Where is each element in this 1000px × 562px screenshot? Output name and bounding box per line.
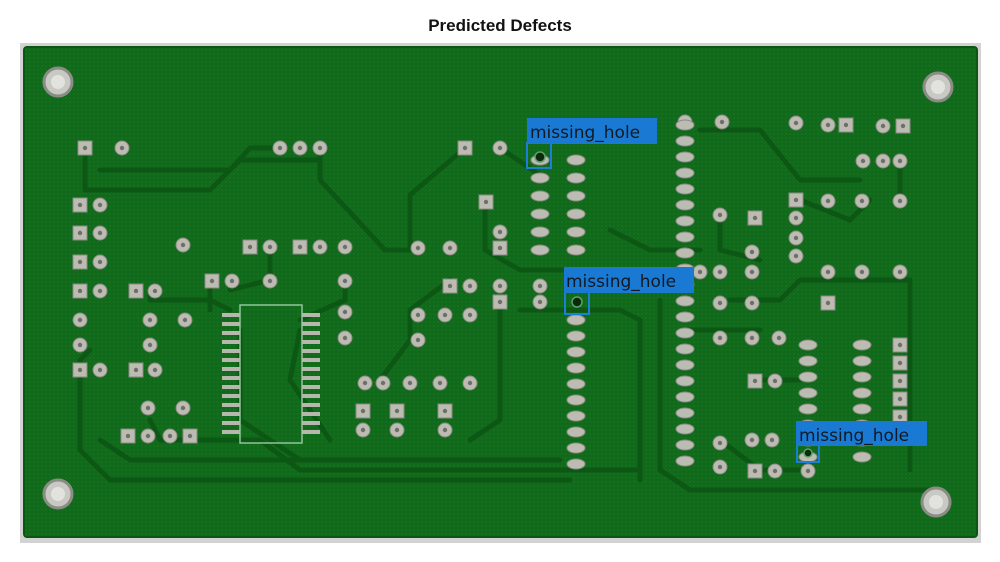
solder-pad [566, 410, 586, 422]
ic-pin [302, 394, 320, 398]
solder-pad [798, 387, 818, 399]
solder-pad [675, 231, 695, 243]
ic-pin [302, 367, 320, 371]
ic-pin [302, 385, 320, 389]
solder-pad [566, 458, 586, 470]
solder-pad [675, 327, 695, 339]
ic-pin [302, 358, 320, 362]
ic-pin [302, 376, 320, 380]
solder-pad [675, 391, 695, 403]
solder-pad [798, 403, 818, 415]
solder-pad [675, 247, 695, 259]
solder-pad [530, 172, 550, 184]
solder-pad [675, 311, 695, 323]
label-background [564, 267, 694, 293]
ic-pin [222, 376, 240, 380]
solder-pad [566, 330, 586, 342]
ic-pin [222, 412, 240, 416]
solder-pad [530, 208, 550, 220]
missing-hole-marker [571, 296, 583, 308]
solder-pad [675, 199, 695, 211]
figure-title: Predicted Defects [428, 16, 572, 35]
ic-pin [222, 430, 240, 434]
ic-pin [222, 358, 240, 362]
solder-pad [675, 151, 695, 163]
solder-pads [72, 114, 911, 479]
ic-pin [222, 394, 240, 398]
solder-pad [566, 378, 586, 390]
solder-pad [566, 362, 586, 374]
detection-1: missing_hole [526, 118, 657, 169]
ic-pin [302, 322, 320, 326]
ic-pin [222, 322, 240, 326]
label-background [796, 421, 927, 446]
ic-pin [302, 349, 320, 353]
pcb-image: missing_hole missing_hole missing_hole [20, 43, 981, 543]
detection-label: missing_hole [799, 426, 909, 446]
solder-pad [530, 244, 550, 256]
solder-pad [852, 387, 872, 399]
ic-pin [302, 403, 320, 407]
solder-pad [852, 451, 872, 463]
solder-pad [852, 371, 872, 383]
solder-pad [675, 423, 695, 435]
solder-pad [566, 314, 586, 326]
solder-pad [675, 215, 695, 227]
ic-pin [222, 313, 240, 317]
solder-pad [566, 244, 586, 256]
solder-pad [675, 135, 695, 147]
solder-pad [566, 346, 586, 358]
solder-pad [675, 375, 695, 387]
solder-pad [852, 355, 872, 367]
solder-pad [675, 295, 695, 307]
ic-pin [222, 367, 240, 371]
solder-pad [530, 190, 550, 202]
solder-pad [675, 407, 695, 419]
solder-pad [852, 403, 872, 415]
ic-pin [302, 313, 320, 317]
solder-pad [566, 208, 586, 220]
solder-pad [566, 172, 586, 184]
solder-pad [798, 371, 818, 383]
ic-pin [222, 340, 240, 344]
solder-pad [566, 442, 586, 454]
solder-pad [675, 455, 695, 467]
detection-2: missing_hole [564, 267, 694, 315]
detection-3: missing_hole [796, 421, 927, 463]
solder-pad [675, 167, 695, 179]
ic-pin [302, 340, 320, 344]
solder-pad [675, 359, 695, 371]
solder-pad [530, 226, 550, 238]
solder-pad [798, 339, 818, 351]
solder-pad [566, 426, 586, 438]
ic-pin [302, 421, 320, 425]
detection-label: missing_hole [530, 123, 640, 143]
solder-pad [566, 190, 586, 202]
ic-chip [222, 304, 320, 444]
missing-hole-marker [803, 448, 813, 458]
solder-pad [675, 343, 695, 355]
ic-pin [302, 331, 320, 335]
ic-pin [222, 421, 240, 425]
solder-pad [566, 226, 586, 238]
solder-pad [566, 154, 586, 166]
label-background [527, 118, 657, 144]
solder-pad [798, 355, 818, 367]
solder-pad [675, 439, 695, 451]
ic-pin [222, 349, 240, 353]
solder-pad [675, 119, 695, 131]
ic-pin [302, 430, 320, 434]
solder-pad [566, 394, 586, 406]
ic-pin [302, 412, 320, 416]
solder-pad [852, 339, 872, 351]
ic-pin [222, 385, 240, 389]
solder-pad [675, 183, 695, 195]
ic-pin [222, 403, 240, 407]
ic-pin [222, 331, 240, 335]
detection-label: missing_hole [566, 272, 676, 292]
missing-hole-marker [534, 151, 546, 163]
